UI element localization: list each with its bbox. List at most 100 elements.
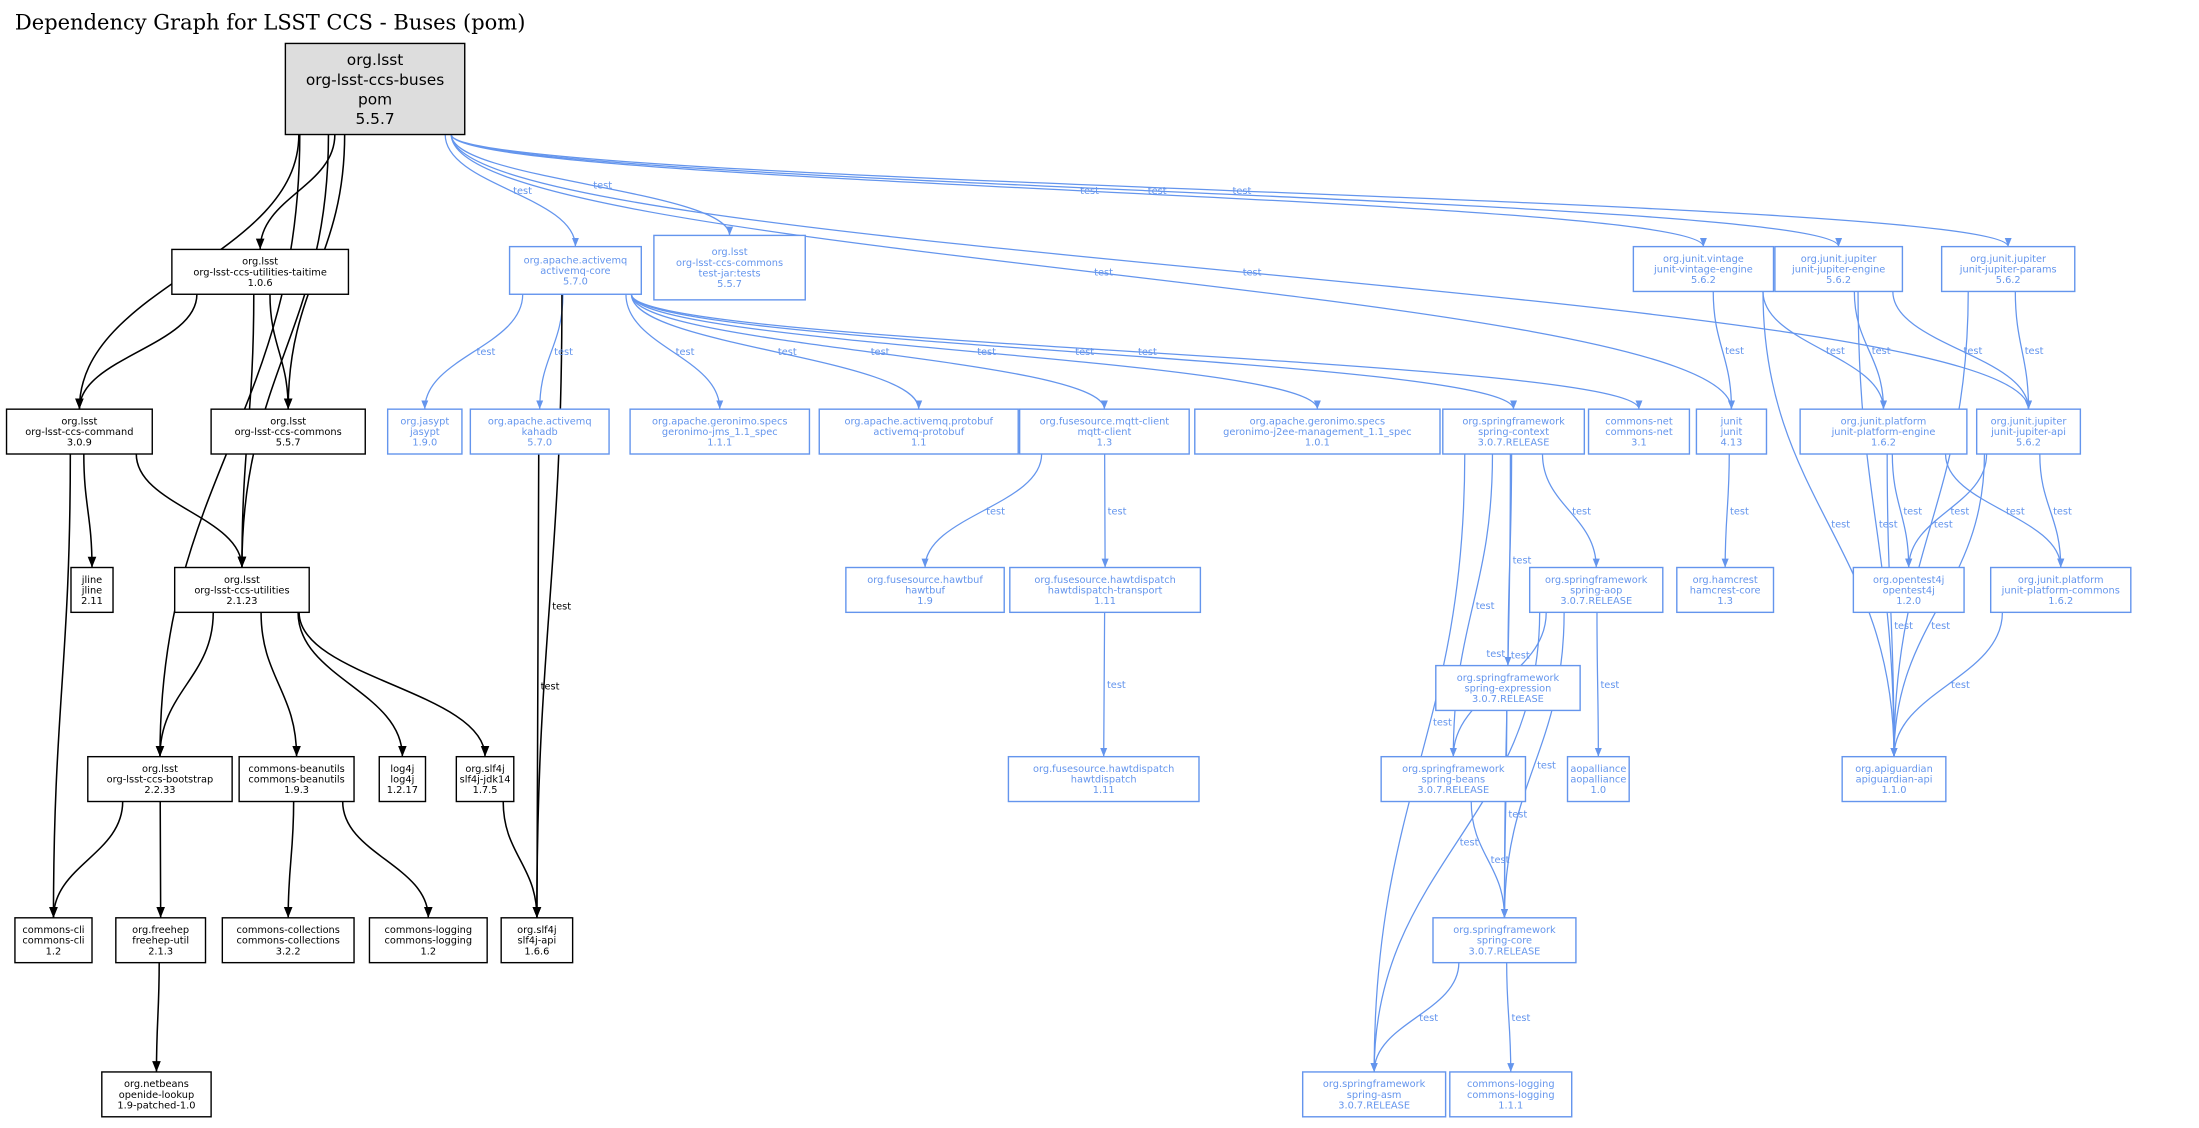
node-pengine[interactable]: org.junit.platformjunit-platform-engine1…	[1799, 408, 1968, 455]
edge-pengine-to-opentest4j	[1891, 454, 1913, 568]
node-type: 1.11	[1093, 785, 1115, 796]
node-pcommons[interactable]: org.junit.platformjunit-platform-commons…	[1989, 566, 2132, 614]
node-spcore[interactable]: org.springframeworkspring-core3.0.7.RELE…	[1432, 917, 1577, 964]
node-jparams[interactable]: org.junit.jupiterjunit-jupiter-params5.6…	[1940, 245, 2076, 293]
node-box	[1380, 755, 1527, 803]
node-group: org.springframework	[1453, 925, 1556, 936]
node-type: 5.6.2	[1826, 275, 1851, 286]
node-artifact: activemq-core	[540, 266, 610, 277]
node-box	[14, 917, 93, 964]
edge-command-to-utilities	[135, 454, 247, 568]
node-jengine[interactable]: org.junit.jupiterjunit-jupiter-engine5.6…	[1774, 245, 1904, 293]
edge-label: test	[1537, 761, 1556, 772]
edge-root-to-utilities	[237, 134, 330, 568]
node-type: 2.1.23	[226, 596, 257, 607]
node-artifact: slf4j-api	[518, 936, 557, 947]
node-protobuf[interactable]: org.apache.activemq.protobufactivemq-pro…	[818, 408, 1019, 455]
node-type: 1.1.0	[1882, 785, 1907, 796]
edge-label: test	[593, 180, 612, 191]
node-box	[386, 408, 463, 455]
edge-label: test	[1107, 680, 1126, 691]
node-hdtransport[interactable]: org.fusesource.hawtdispatchhawtdispatch-…	[1009, 566, 1202, 614]
node-type: 1.1.1	[1498, 1101, 1523, 1112]
edge-taitime-to-command	[75, 294, 198, 410]
edge-label: test	[1572, 506, 1591, 517]
node-artifact: spring-context	[1478, 427, 1549, 438]
node-type: 3.0.7.RELEASE	[1417, 785, 1489, 796]
node-type: 1.11	[1094, 596, 1116, 607]
node-spaop[interactable]: org.springframeworkspring-aop3.0.7.RELEA…	[1528, 566, 1664, 614]
node-box	[1528, 566, 1664, 614]
node-box	[221, 917, 355, 964]
node-type: 4.13	[1721, 438, 1743, 449]
node-box	[70, 566, 114, 614]
node-spctx[interactable]: org.springframeworkspring-context3.0.7.R…	[1442, 408, 1586, 455]
node-type: 2.1.3	[148, 946, 173, 957]
node-spexpr[interactable]: org.springframeworkspring-expression3.0.…	[1435, 664, 1581, 712]
node-gj2ee[interactable]: org.apache.geronimo.specsgeronimo-j2ee-m…	[1194, 408, 1441, 455]
edge-label: test	[676, 347, 695, 358]
node-openide[interactable]: org.netbeansopenide-lookup1.9-patched-1.…	[101, 1071, 212, 1118]
node-box	[87, 755, 233, 803]
node-box	[500, 917, 574, 964]
node-box	[378, 755, 427, 803]
edge-label: test	[552, 602, 571, 613]
edge-command-to-cli	[49, 454, 72, 918]
edge-spcore-to-spasm	[1370, 962, 1460, 1072]
node-type: 5.7.0	[563, 277, 588, 288]
node-commonstest[interactable]: org.lsstorg-lsst-ccs-commonstest-jar:tes…	[653, 234, 806, 301]
node-type: 1.6.2	[2048, 596, 2073, 607]
node-group: org.apache.activemq	[488, 416, 592, 427]
node-vintage[interactable]: org.junit.vintagejunit-vintage-engine5.6…	[1632, 245, 1775, 293]
node-artifact: mqtt-client	[1077, 427, 1131, 438]
node-type: 1.3	[1717, 596, 1733, 607]
node-spasm[interactable]: org.springframeworkspring-asm3.0.7.RELEA…	[1301, 1071, 1447, 1118]
edge-label: test	[513, 186, 532, 197]
node-taitime[interactable]: org.lsstorg-lsst-ccs-utilities-taitime1.…	[171, 248, 350, 295]
node-artifact: junit-jupiter-api	[1990, 427, 2066, 438]
node-artifact: geronimo-j2ee-management_1.1_spec	[1223, 427, 1412, 438]
node-group: org.springframework	[1545, 575, 1648, 586]
node-box	[1432, 917, 1577, 964]
node-gjms[interactable]: org.apache.geronimo.specsgeronimo-jms_1.…	[629, 408, 811, 455]
node-type: 5.6.2	[1996, 275, 2021, 286]
node-collections[interactable]: commons-collectionscommons-collections3.…	[221, 917, 355, 964]
node-artifact: spring-expression	[1465, 684, 1552, 695]
node-artifact: spring-core	[1477, 936, 1532, 947]
node-spbeans[interactable]: org.springframeworkspring-beans3.0.7.REL…	[1380, 755, 1527, 803]
node-type: 3.0.7.RELEASE	[1478, 438, 1550, 449]
edge-label: test	[1894, 621, 1913, 632]
node-type: 1.9	[917, 596, 933, 607]
node-group: org.lsst	[347, 51, 404, 69]
edge-label: test	[2025, 346, 2044, 357]
node-artifact: commons-collections	[236, 936, 339, 947]
node-hawtdispatch[interactable]: org.fusesource.hawtdispatchhawtdispatch1…	[1007, 755, 1200, 803]
edge-label: test	[2006, 506, 2025, 517]
